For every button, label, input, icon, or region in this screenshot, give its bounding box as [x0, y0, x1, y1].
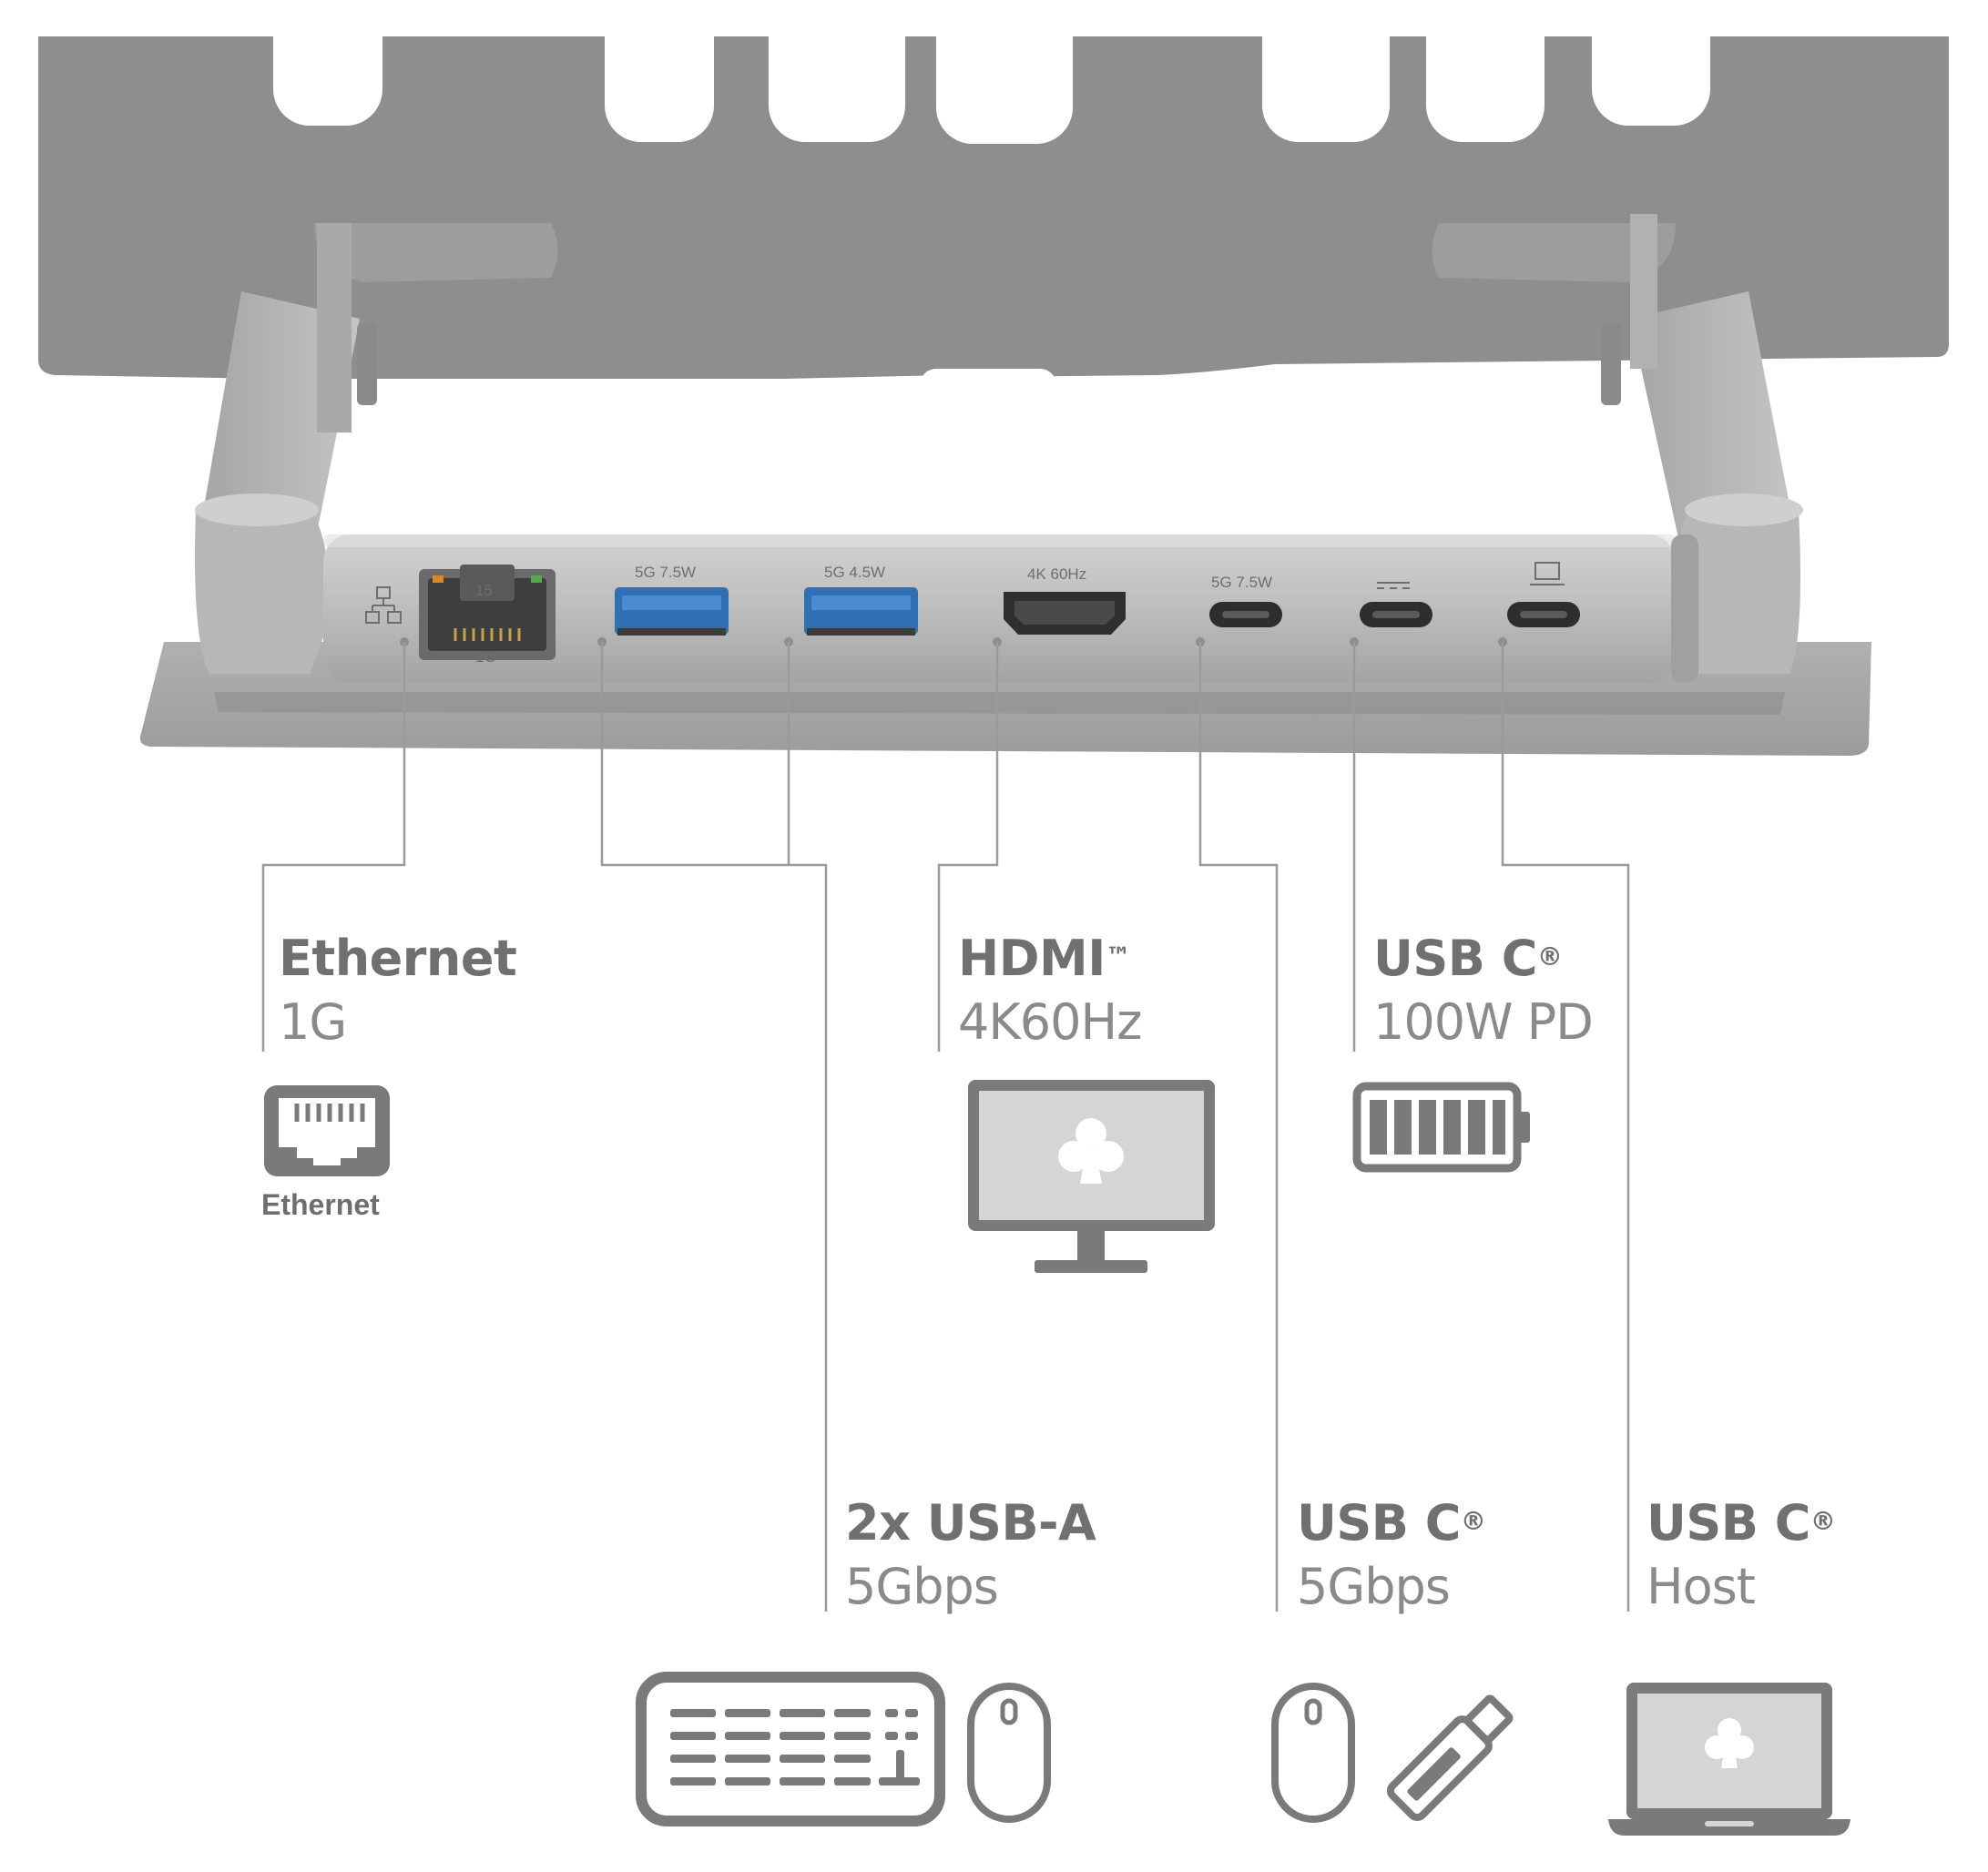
usb-hub: 15 1G 5G 7.5W 5G 4.5W 4K 60Hz 5G 7.5W [323, 534, 1698, 683]
callout-title: Ethernet [279, 930, 517, 987]
leader-usbc-host [1501, 642, 1630, 1612]
callout-usba: 2x USB-A 5Gbps [845, 1491, 1096, 1619]
callout-subtitle: Host [1646, 1558, 1756, 1615]
usb-c-port-3 [1507, 562, 1580, 627]
callout-title: 2x USB-A [845, 1494, 1096, 1552]
callout-subtitle: 5Gbps [1297, 1558, 1451, 1615]
callout-usbc-host: USB C® Host [1646, 1491, 1836, 1619]
monitor-icon [968, 1080, 1215, 1273]
leader-hdmi [937, 642, 999, 1052]
callout-title: USB C [1646, 1494, 1810, 1552]
rj45-port: 15 1G [419, 565, 556, 666]
ethernet-icon-caption: Ethernet [261, 1188, 380, 1221]
leader-usba [600, 642, 828, 1612]
usb-c-port-2 [1360, 582, 1432, 627]
club-logo [1058, 1118, 1124, 1184]
stand-arms [200, 214, 1794, 546]
callout-title: HDMI [958, 930, 1106, 987]
keyboard-icon [636, 1672, 945, 1826]
callout-title: USB C [1297, 1494, 1461, 1552]
usb-a-2-label: 5G 4.5W [824, 564, 885, 581]
registered-mark: ® [1810, 1506, 1836, 1536]
rj45-speed-label: 1G [475, 648, 496, 666]
mouse-icon [1271, 1683, 1355, 1823]
mouse-icon [967, 1683, 1051, 1823]
usb-a-1-label: 5G 7.5W [635, 564, 696, 581]
club-logo [1705, 1718, 1754, 1768]
callout-hdmi: HDMI™ 4K60Hz [958, 927, 1142, 1054]
network-symbol [365, 586, 402, 624]
usb-a-port-2: 5G 4.5W [804, 564, 918, 636]
callout-usbc-data: USB C® 5Gbps [1297, 1491, 1486, 1619]
stand-plate [38, 35, 1949, 405]
callout-subtitle: 100W PD [1373, 993, 1594, 1051]
callout-subtitle: 1G [279, 993, 347, 1051]
leader-lines [261, 642, 1630, 1612]
ethernet-icon: Ethernet [261, 1085, 390, 1221]
battery-icon [1352, 1082, 1530, 1173]
usb-c-port-1: 5G 7.5W [1209, 574, 1282, 627]
hdmi-label: 4K 60Hz [1027, 565, 1086, 583]
registered-mark: ® [1536, 941, 1563, 972]
usb-a-port-1: 5G 7.5W [615, 564, 729, 636]
hinge-right [1676, 493, 1803, 674]
leader-usbc-data [1198, 642, 1279, 1612]
hdmi-port: 4K 60Hz [1004, 565, 1126, 635]
registered-mark: ® [1460, 1506, 1486, 1536]
callout-ethernet: Ethernet 1G [279, 927, 517, 1054]
callout-title: USB C [1373, 930, 1537, 987]
trademark-mark: ™ [1105, 941, 1131, 972]
callout-usbc-pd: USB C® 100W PD [1373, 927, 1594, 1054]
rj45-number: 15 [475, 582, 493, 599]
laptop-icon [1608, 1683, 1850, 1836]
usb-c-1-label: 5G 7.5W [1211, 574, 1272, 591]
leader-ethernet [261, 642, 406, 1052]
callout-subtitle: 5Gbps [845, 1558, 999, 1615]
usb-stick-icon [1386, 1694, 1514, 1822]
callout-subtitle: 4K60Hz [958, 993, 1142, 1051]
hinge-left [195, 493, 328, 674]
